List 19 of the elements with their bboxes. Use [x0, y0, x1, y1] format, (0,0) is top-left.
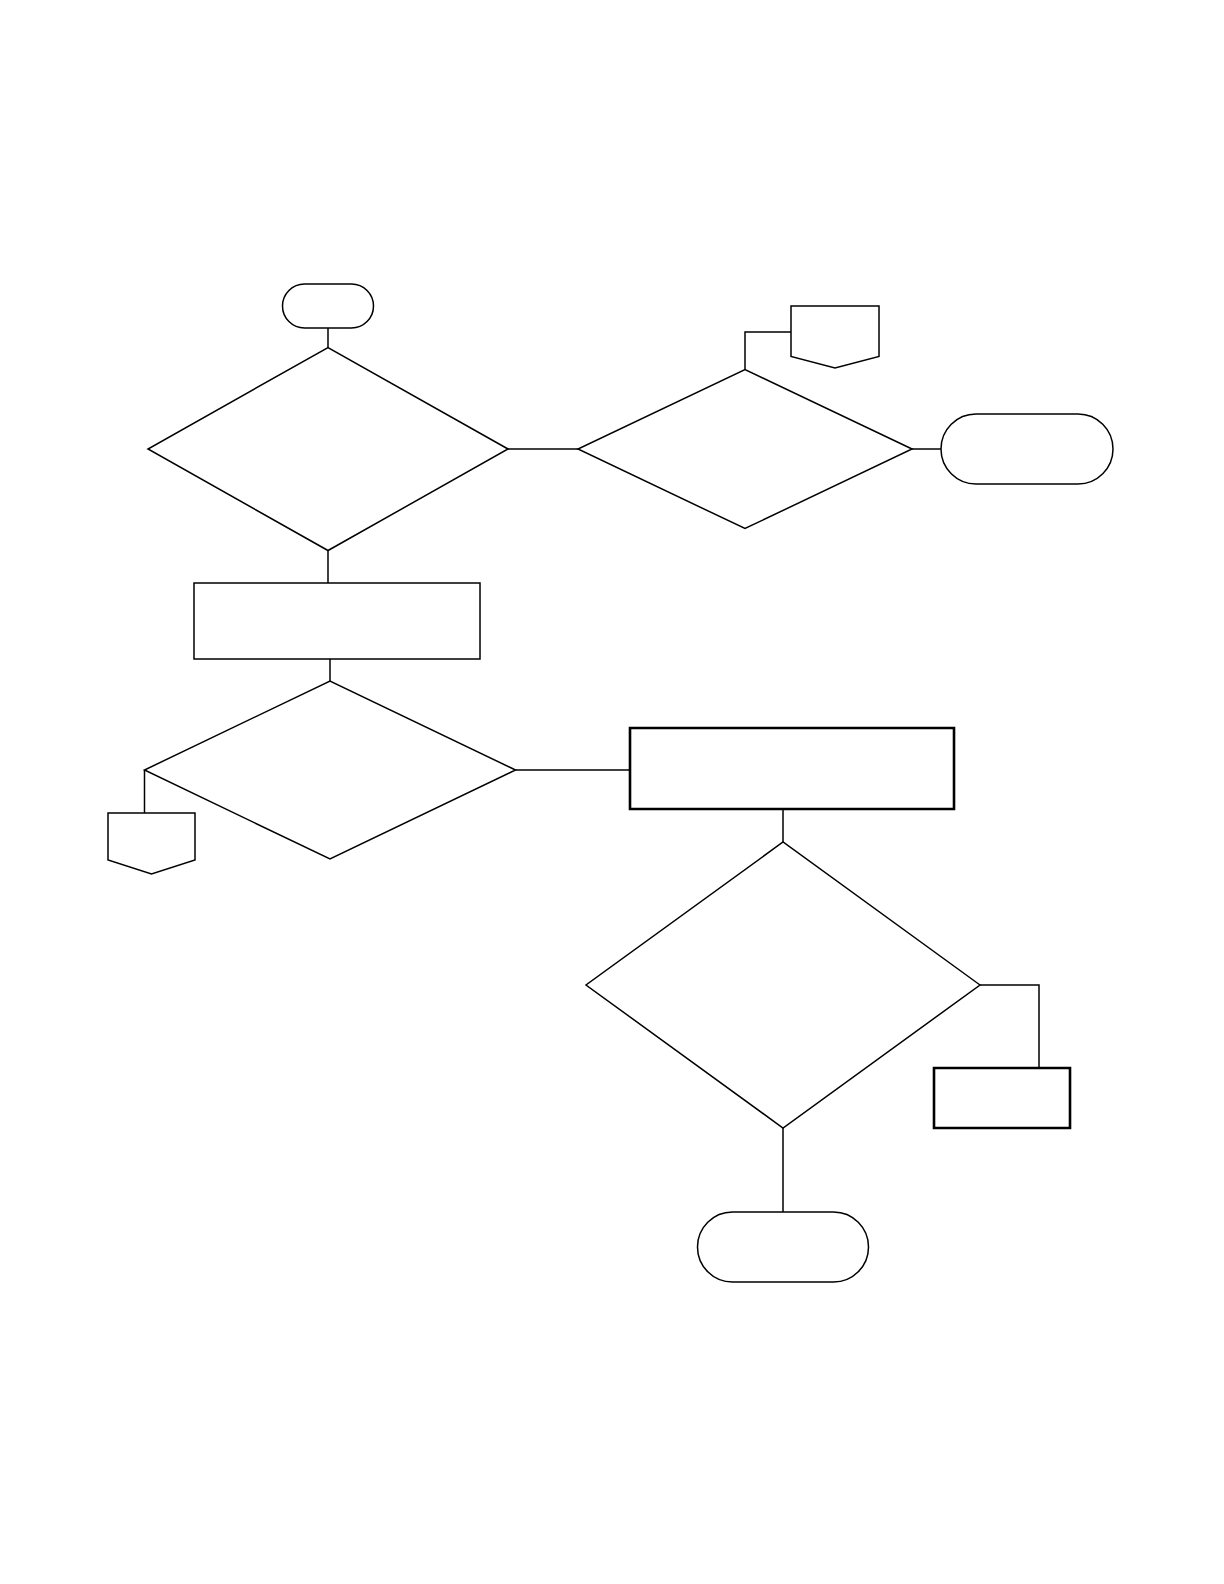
- connector-line: [911, 448, 942, 450]
- connector-line: [514, 769, 631, 771]
- connector-line: [327, 327, 329, 349]
- terminator-shape: [940, 413, 1114, 485]
- connector-line: [143, 769, 146, 814]
- connector-line: [979, 984, 1040, 1069]
- process-box: [932, 1066, 1072, 1130]
- connector-line: [744, 331, 792, 371]
- connector-line: [782, 1127, 784, 1213]
- terminator-shape: [696, 1211, 870, 1283]
- connector-line: [329, 658, 331, 682]
- process-box: [193, 582, 481, 660]
- connector-line: [327, 549, 329, 584]
- process-box: [628, 726, 956, 811]
- connector-line: [782, 808, 784, 843]
- terminator-shape: [281, 283, 375, 329]
- off-page-connector: [107, 812, 196, 875]
- off-page-connector: [790, 305, 880, 369]
- connector-line: [507, 448, 579, 450]
